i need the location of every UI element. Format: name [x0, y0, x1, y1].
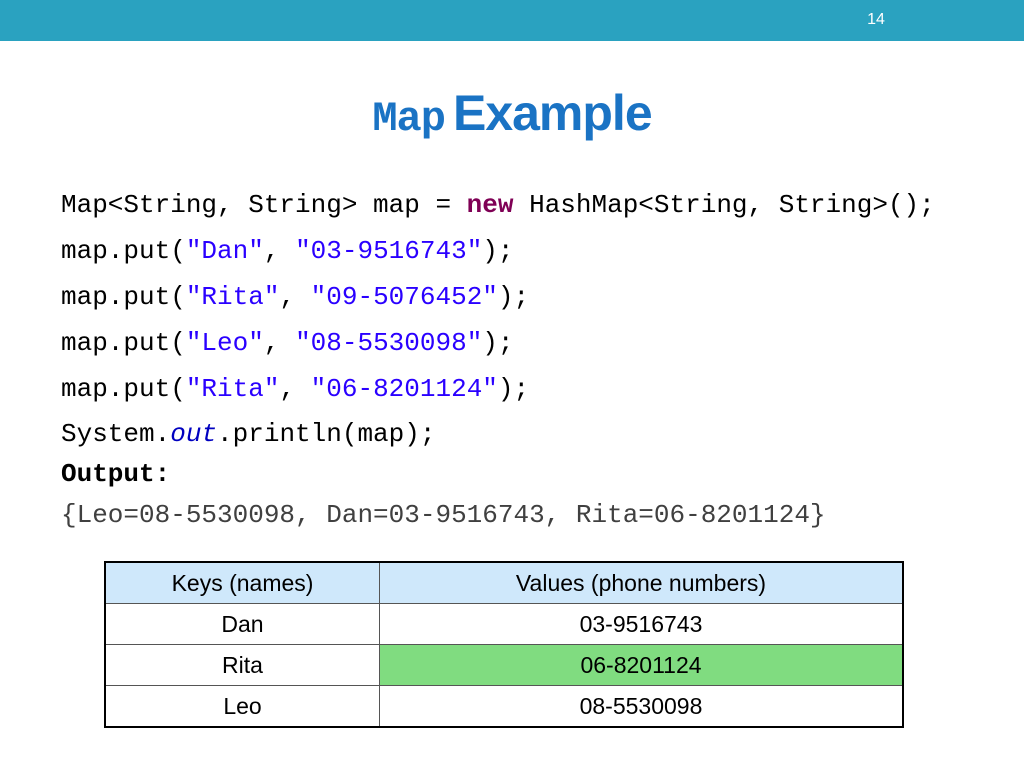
code-line-put: map.put("Dan", "03-9516743"); — [61, 236, 514, 266]
value-cell-highlighted: 06-8201124 — [379, 644, 904, 686]
title-text: Example — [452, 85, 653, 141]
string-value: "06-8201124" — [310, 374, 498, 404]
top-bar — [0, 0, 1024, 41]
string-key: "Rita" — [185, 282, 280, 312]
key-cell: Rita — [104, 644, 380, 686]
code-text: ); — [497, 374, 530, 404]
output-label: Output: — [61, 459, 171, 489]
table-row: Dan 03-9516743 — [104, 603, 904, 645]
string-value: "09-5076452" — [310, 282, 498, 312]
title-code: Map — [372, 95, 446, 143]
table-row: Leo 08-5530098 — [104, 685, 904, 728]
code-text: ); — [497, 282, 530, 312]
value-cell: 08-5530098 — [379, 685, 904, 728]
string-value: "08-5530098" — [295, 328, 483, 358]
key-cell: Leo — [104, 685, 380, 728]
code-text: ); — [482, 328, 514, 358]
code-text: , — [279, 282, 311, 312]
code-text: map.put( — [61, 328, 186, 358]
string-key: "Rita" — [185, 374, 280, 404]
code-text: System. — [61, 419, 171, 449]
header-values: Values (phone numbers) — [379, 561, 904, 604]
table-row: Rita 06-8201124 — [104, 644, 904, 686]
value-cell: 03-9516743 — [379, 603, 904, 645]
code-text: , — [279, 374, 311, 404]
code-text: map.put( — [61, 236, 186, 266]
code-line-put: map.put("Leo", "08-5530098"); — [61, 328, 514, 358]
code-line-declaration: Map<String, String> map = new HashMap<St… — [61, 190, 935, 220]
string-key: "Dan" — [185, 236, 264, 266]
header-keys: Keys (names) — [104, 561, 380, 604]
keyword-new: new — [466, 190, 514, 220]
code-text: map.put( — [61, 374, 186, 404]
code-line-println: System.out.println(map); — [61, 419, 435, 449]
key-cell: Dan — [104, 603, 380, 645]
output-value: {Leo=08-5530098, Dan=03-9516743, Rita=06… — [61, 500, 826, 530]
table-header-row: Keys (names) Values (phone numbers) — [104, 561, 904, 604]
code-line-put: map.put("Rita", "09-5076452"); — [61, 282, 529, 312]
string-value: "03-9516743" — [295, 236, 483, 266]
code-text: , — [263, 236, 296, 266]
code-line-put: map.put("Rita", "06-8201124"); — [61, 374, 529, 404]
string-key: "Leo" — [185, 328, 264, 358]
code-text: , — [263, 328, 296, 358]
code-text: HashMap<String, String>(); — [513, 190, 935, 220]
code-text: ); — [482, 236, 514, 266]
code-text: map.put( — [61, 282, 186, 312]
code-text: .println(map); — [217, 419, 436, 449]
code-text: Map<String, String> map = — [61, 190, 467, 220]
key-value-table: Keys (names) Values (phone numbers) Dan … — [104, 561, 904, 728]
slide-number: 14 — [867, 11, 885, 28]
field-out: out — [170, 419, 218, 449]
